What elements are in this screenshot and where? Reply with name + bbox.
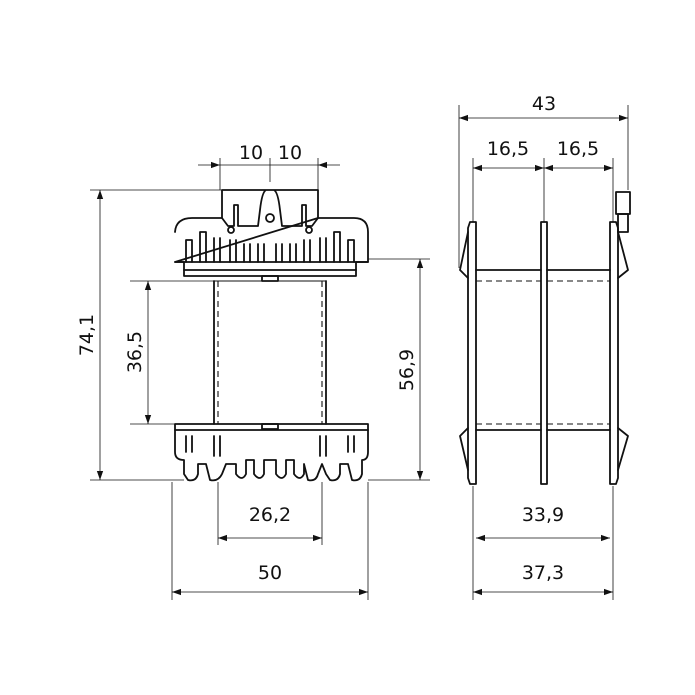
dim-pin-pitch-left: 10: [239, 142, 263, 164]
dim-core-width: 26,2: [249, 504, 291, 526]
dim-chamber-left: 16,5: [487, 138, 529, 160]
pin-header: [221, 189, 319, 234]
dim-total-depth: 43: [532, 93, 556, 115]
dim-pin-pitch-right: 10: [278, 142, 302, 164]
side-flanges: [459, 191, 631, 485]
front-dimension-lines: [96, 161, 424, 596]
side-body: [475, 269, 611, 431]
dim-total-height: 74,1: [76, 314, 98, 356]
core-window: [213, 280, 327, 425]
front-view: 10 10 74,1 36,5 56,9 26,2 50: [76, 142, 430, 600]
side-dimension-lines: [459, 114, 628, 596]
dim-window-height: 36,5: [124, 331, 146, 373]
front-extension-lines: [90, 158, 430, 600]
dim-inner-depth: 33,9: [522, 504, 564, 526]
dim-total-width: 50: [258, 562, 282, 584]
dim-body-depth: 37,3: [522, 562, 564, 584]
lower-flange: [174, 423, 369, 482]
dim-chamber-right: 16,5: [557, 138, 599, 160]
side-extension-lines: [458, 105, 629, 600]
dim-flange-height: 56,9: [396, 349, 418, 391]
side-view: 43 16,5 16,5 33,9 37,3: [458, 93, 631, 600]
upper-flange: [174, 217, 369, 282]
